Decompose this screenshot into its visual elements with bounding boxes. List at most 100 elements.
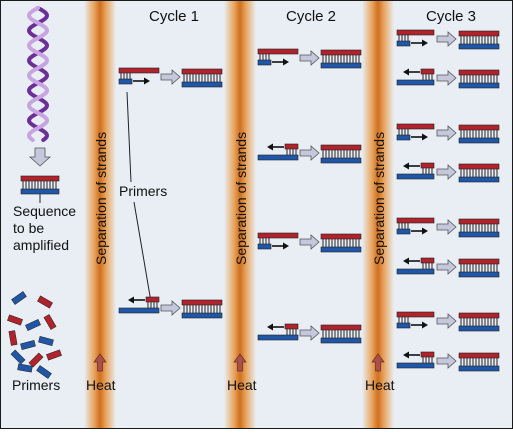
top-strand: [320, 233, 362, 240]
primer-fragment: [37, 295, 53, 309]
bottom-strand: [458, 137, 500, 144]
top-strand: [320, 49, 362, 56]
process-arrow-icon: [299, 50, 320, 66]
strand-pair-reverse: [257, 143, 299, 161]
separation-band-3: Separation of strands Heat: [362, 1, 395, 428]
strand-pair-forward: [257, 232, 299, 250]
dna-duplex: [20, 175, 60, 195]
primers-label: Primers: [119, 183, 167, 199]
process-arrow-icon: [436, 31, 457, 47]
template-strand: [257, 48, 299, 55]
strand-pair-forward: [396, 217, 435, 235]
process-arrow-icon: [299, 145, 320, 161]
bottom-strand: [458, 43, 500, 50]
sequence-duplex: [20, 175, 60, 195]
extension-arrow-icon: [422, 39, 428, 47]
sequence-caption-line-2: to be: [13, 220, 44, 236]
process-arrow-icon: [436, 259, 457, 275]
primer: [145, 296, 160, 303]
primer: [396, 228, 411, 235]
strand-pair-reverse: [396, 162, 435, 180]
separation-band-1: Separation of strands Heat: [84, 1, 116, 428]
extension-arrow-icon: [422, 227, 428, 235]
bottom-strand: [458, 271, 500, 278]
template-strand: [118, 307, 160, 314]
template-strand: [396, 173, 435, 180]
top-strand: [458, 218, 500, 225]
strand-pair-forward: [396, 311, 435, 329]
process-arrow-icon: [436, 313, 457, 329]
primer: [118, 78, 133, 85]
primer-fragment: [20, 339, 36, 351]
primer-fragment: [17, 363, 33, 373]
extension-arrow-icon: [403, 257, 409, 265]
strand-pair-reverse: [396, 257, 435, 275]
strand-pair-reverse: [257, 323, 299, 341]
template-strand: [118, 67, 160, 74]
heat-arrow-icon: [371, 353, 385, 372]
extension-arrow-icon: [144, 77, 150, 85]
bottom-strand: [458, 176, 500, 183]
template-strand: [396, 311, 435, 318]
dna-duplex: [458, 312, 500, 332]
bottom-strand: [320, 157, 362, 164]
top-strand: [458, 163, 500, 170]
bottom-strand: [458, 82, 500, 89]
cycle-1-title: Cycle 1: [149, 8, 199, 25]
primer: [284, 323, 299, 330]
extension-arrow-icon: [128, 296, 134, 304]
primer-fragment: [38, 335, 54, 347]
top-strand: [320, 144, 362, 151]
dna-duplex: [458, 258, 500, 278]
strand-pair-forward: [257, 48, 299, 66]
process-arrow-icon: [160, 69, 181, 85]
bottom-strand: [458, 231, 500, 238]
bottom-strand: [181, 312, 223, 319]
primer-fragment: [7, 314, 23, 326]
cycle-3-title: Cycle 3: [426, 8, 476, 25]
extension-arrow-icon: [403, 351, 409, 359]
process-arrow-icon: [436, 219, 457, 235]
dna-duplex: [458, 218, 500, 238]
extension-arrow-icon: [283, 58, 289, 66]
top-strand: [458, 69, 500, 76]
strand-rows: [118, 29, 500, 372]
template-strand: [257, 334, 299, 341]
template-strand: [257, 154, 299, 161]
dna-duplex: [181, 299, 223, 319]
template-strand: [257, 232, 299, 239]
process-arrow-icon: [160, 300, 181, 316]
primer: [257, 243, 272, 250]
dna-helix-icon: [27, 6, 49, 142]
primer-fragment: [46, 349, 62, 361]
helix-down-arrow-icon: [28, 147, 52, 167]
extension-arrow-icon: [422, 321, 428, 329]
template-strand: [396, 29, 435, 36]
process-arrow-icon: [436, 164, 457, 180]
dna-duplex: [458, 163, 500, 183]
top-strand: [458, 258, 500, 265]
primer-fragment: [43, 314, 57, 330]
strand-pair-forward: [396, 123, 435, 141]
strand-pair-forward: [396, 29, 435, 47]
cycle-2-title: Cycle 2: [286, 8, 336, 25]
top-strand: [181, 299, 223, 306]
helix-strand-light: [27, 6, 49, 142]
top-strand: [458, 30, 500, 37]
primer-fragment: [11, 291, 27, 305]
process-arrow-icon: [436, 125, 457, 141]
separation-band-2: Separation of strands Heat: [224, 1, 257, 428]
helix-strand-dark: [27, 6, 49, 142]
primer: [284, 143, 299, 150]
heat-label: Heat: [86, 377, 116, 393]
dna-duplex: [458, 352, 500, 372]
template-strand: [396, 268, 435, 275]
heat-label: Heat: [227, 377, 257, 393]
primer-fragment: [28, 352, 44, 368]
bottom-strand: [320, 337, 362, 344]
primer-fragment: [25, 318, 41, 332]
template-strand: [396, 362, 435, 369]
top-strand: [20, 175, 60, 182]
primer-fragment: [36, 365, 52, 379]
extension-arrow-icon: [403, 68, 409, 76]
